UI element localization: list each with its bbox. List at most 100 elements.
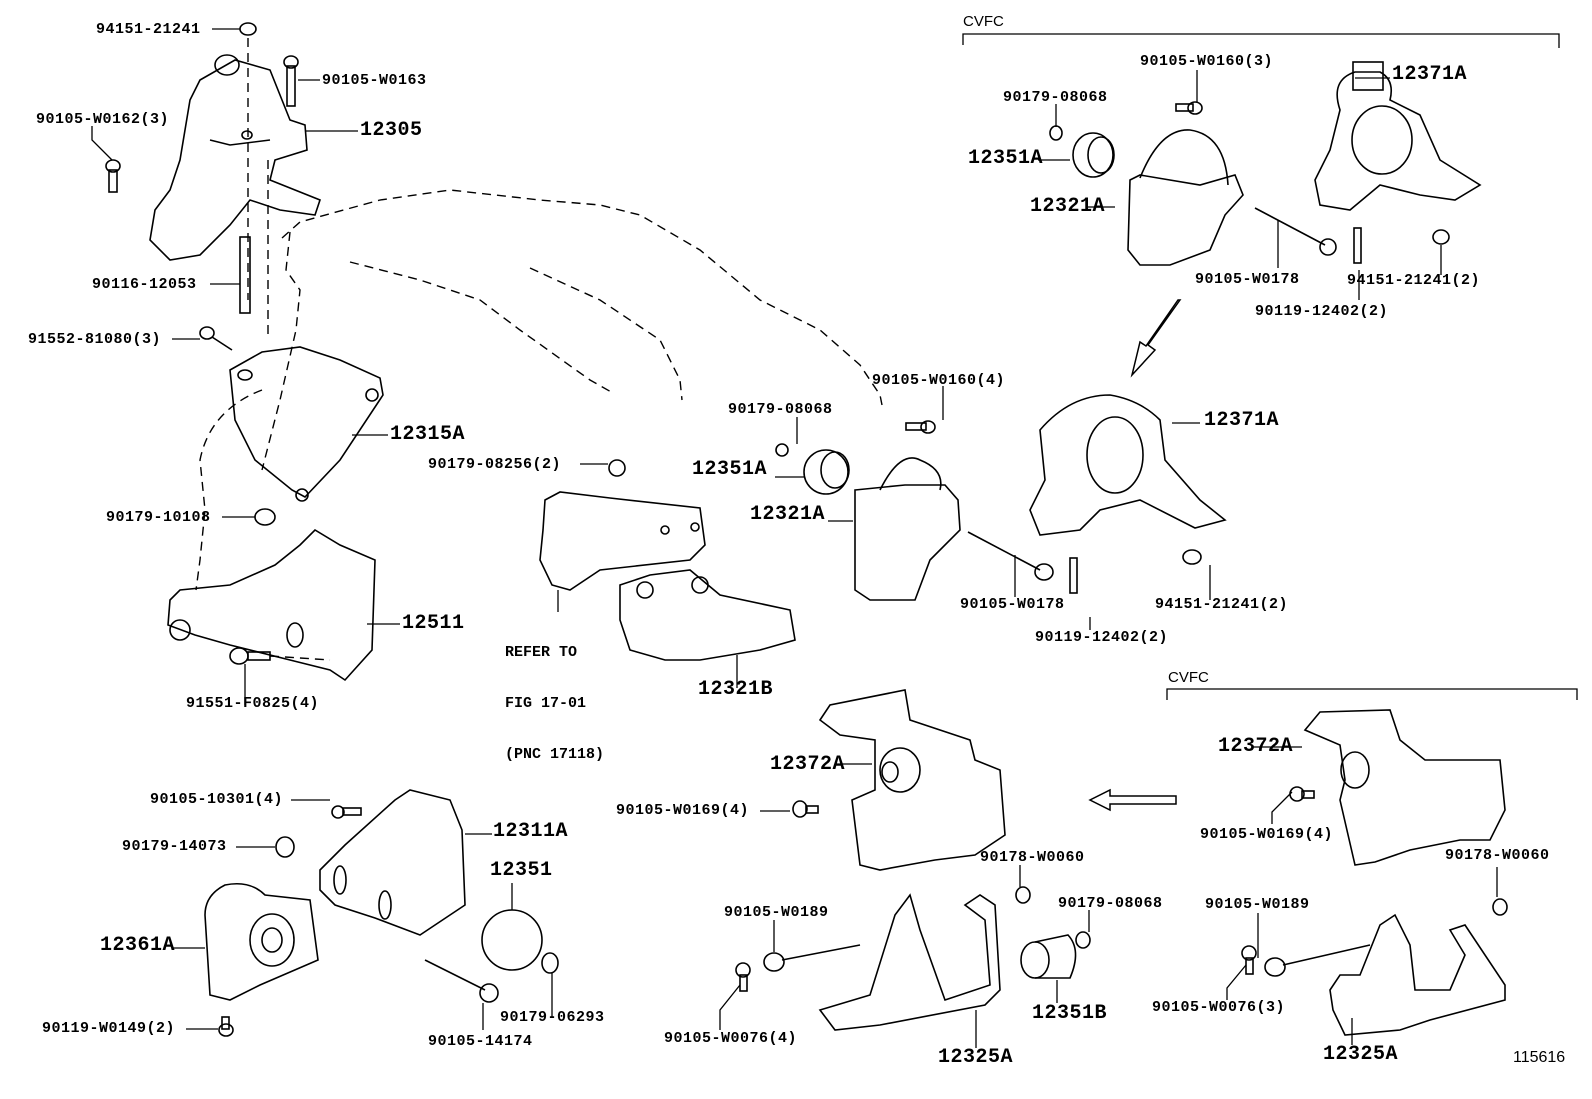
callout-12321B[interactable]: 12321B [698,678,774,701]
figure-number: 115616 [1513,1049,1566,1066]
nut-90178-W0060-mid-illustration [1015,886,1031,904]
callout-12321A-mid[interactable]: 12321A [750,503,826,526]
bolt-90105-W0189-mid-illustration [763,944,861,972]
callout-90119-W0149[interactable]: 90119-W0149(2) [42,1020,176,1037]
callout-12315A[interactable]: 12315A [390,423,466,446]
refer-note-line-1: REFER TO [505,644,578,661]
callout-91551-F0825[interactable]: 91551-F0825(4) [186,695,320,712]
engine-phantom-left [195,389,263,591]
callout-12351A-top[interactable]: 12351A [968,147,1044,170]
nut-90179-08068-top-illustration [1049,125,1063,141]
cvfc-label-bottom: CVFC [1168,669,1209,686]
nut-90178-W0060-right-illustration [1492,898,1508,916]
callout-12351B[interactable]: 12351B [1032,1002,1108,1025]
engine-phantom-inner [349,261,614,394]
callout-90105-W0160-4[interactable]: 90105-W0160(4) [872,372,1006,389]
bolt-90105-W0163-illustration [283,55,299,107]
callout-90179-08256[interactable]: 90179-08256(2) [428,456,562,473]
part-12315A-illustration [229,346,384,502]
bolt-90119-W0149-illustration [218,1016,234,1037]
callout-90179-08068-mid[interactable]: 90179-08068 [728,401,833,418]
callout-12325A-right[interactable]: 12325A [1323,1043,1399,1066]
callout-90105-W0162[interactable]: 90105-W0162(3) [36,111,170,128]
direction-arrow-left [1088,788,1177,812]
cvfc-label-top: CVFC [963,13,1004,30]
bolt-90105-W0076-mid-illustration [735,962,751,992]
part-12361A-illustration [204,882,319,1001]
callout-12305[interactable]: 12305 [360,119,423,142]
callout-90105-W0160-3[interactable]: 90105-W0160(3) [1140,53,1274,70]
callout-90179-14073[interactable]: 90179-14073 [122,838,227,855]
alignment-line-12511 [269,655,331,661]
callout-90105-14174[interactable]: 90105-14174 [428,1033,533,1050]
part-12305-illustration [149,54,321,261]
nut-94151-21241-illustration [239,22,257,36]
part-12311A-illustration [319,789,466,936]
callout-90119-12402-mid[interactable]: 90119-12402(2) [1035,629,1169,646]
callout-90179-08068-top[interactable]: 90179-08068 [1003,89,1108,106]
callout-90105-W0178-top[interactable]: 90105-W0178 [1195,271,1300,288]
callout-12351A-mid[interactable]: 12351A [692,458,768,481]
callout-91552-81080[interactable]: 91552-81080(3) [28,331,162,348]
callout-94151-21241[interactable]: 94151-21241 [96,21,201,38]
part-12325A-mid-illustration [818,893,1001,1031]
bolt-90105-W0169-right-illustration [1289,786,1315,802]
callout-90178-W0060-right[interactable]: 90178-W0060 [1445,847,1550,864]
bolt-90105-W0162-illustration [105,159,121,193]
part-12351B-illustration [1020,934,1077,979]
bolt-90105-W0178-mid-illustration [967,531,1054,581]
callout-90179-10108[interactable]: 90179-10108 [106,509,211,526]
callout-90105-W0076-4[interactable]: 90105-W0076(4) [664,1030,798,1047]
nut-90179-06293-illustration [541,952,559,974]
nut-90179-08068-bot-illustration [1075,931,1091,949]
callout-90105-10301[interactable]: 90105-10301(4) [150,791,284,808]
part-12371A-top-illustration [1314,61,1482,211]
callout-12351[interactable]: 12351 [490,859,553,882]
leader-lines [91,28,1498,1048]
callout-94151-21241-top2[interactable]: 94151-21241(2) [1347,272,1481,289]
callout-12372A-right[interactable]: 12372A [1218,735,1294,758]
engine-phantom-outline [281,189,883,406]
callout-90179-08068-bot[interactable]: 90179-08068 [1058,895,1163,912]
bolt-90105-14174-illustration [424,959,499,1003]
callout-12325A-mid[interactable]: 12325A [938,1046,1014,1069]
callout-90105-W0169-mid[interactable]: 90105-W0169(4) [616,802,750,819]
bolt-90105-W0076-right-illustration [1241,945,1257,975]
part-12372A-right-illustration [1303,709,1506,866]
callout-90105-W0189-right[interactable]: 90105-W0189 [1205,896,1310,913]
callout-90178-W0060-mid[interactable]: 90178-W0060 [980,849,1085,866]
refer-note: REFER TO FIG 17-01 (PNC 17118) [505,610,604,797]
bolt-90105-W0169-mid-illustration [792,800,819,818]
part-12351-illustration [481,909,543,971]
callout-90179-06293[interactable]: 90179-06293 [500,1009,605,1026]
callout-12371A-mid[interactable]: 12371A [1204,409,1280,432]
callout-94151-21241-mid[interactable]: 94151-21241(2) [1155,596,1289,613]
callout-90105-W0163[interactable]: 90105-W0163 [322,72,427,89]
bolt-90105-W0189-right-illustration [1264,944,1371,977]
cvfc-bracket-top [962,33,1560,48]
nut-90179-08068-mid-illustration [775,443,789,457]
engine-phantom-inner2 [529,267,683,401]
callout-12371A-top[interactable]: 12371A [1392,63,1468,86]
callout-90116-12053[interactable]: 90116-12053 [92,276,197,293]
part-12321B-illustration [619,569,796,661]
bolt-90105-W0160-top-illustration [1175,101,1203,115]
bolt-90105-W0160-mid-illustration [905,420,936,434]
bolt-90105-10301-illustration [331,805,362,819]
callout-90105-W0189-mid[interactable]: 90105-W0189 [724,904,829,921]
stud-90116-12053-illustration [239,236,251,314]
callout-90119-12402-top[interactable]: 90119-12402(2) [1255,303,1389,320]
nut-90179-08256-illustration [608,459,626,477]
callout-12321A-top[interactable]: 12321A [1030,195,1106,218]
callout-12511[interactable]: 12511 [402,612,465,635]
engine-phantom-edge [261,231,301,471]
callout-90105-W0076-3[interactable]: 90105-W0076(3) [1152,999,1286,1016]
part-12351A-top-illustration [1072,132,1115,178]
callout-90105-W0169-right[interactable]: 90105-W0169(4) [1200,826,1334,843]
callout-12372A-mid[interactable]: 12372A [770,753,846,776]
callout-12361A[interactable]: 12361A [100,934,176,957]
callout-12311A[interactable]: 12311A [493,820,569,843]
callout-90105-W0178-mid[interactable]: 90105-W0178 [960,596,1065,613]
part-12321A-top-illustration [1127,129,1244,266]
